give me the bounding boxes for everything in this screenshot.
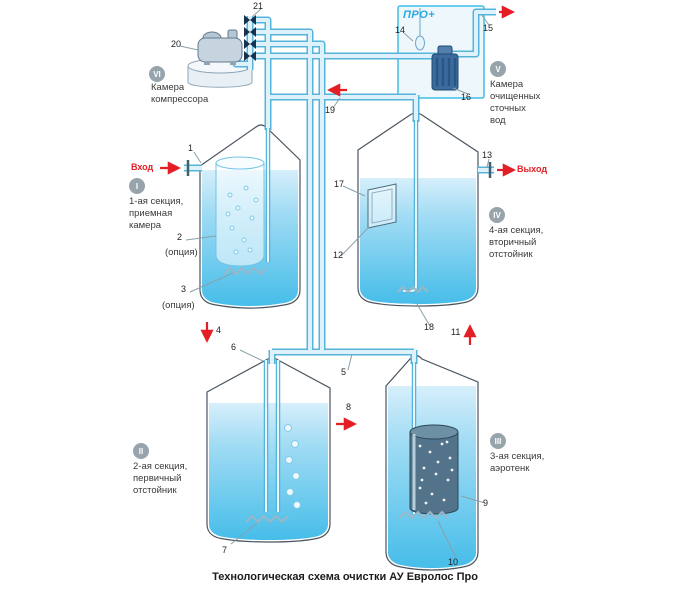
tank-1-bubbles xyxy=(225,185,259,255)
aerator-column xyxy=(399,424,459,520)
section-badge-1: I xyxy=(129,178,145,194)
callout-1: 1 xyxy=(188,143,194,153)
callout-13: 13 xyxy=(482,150,493,160)
pipe-network xyxy=(232,8,496,514)
section-badge-6: VI xyxy=(149,66,165,82)
callout-11: 11 xyxy=(451,327,461,337)
callout-15: 15 xyxy=(483,23,494,33)
option-note-2: (опция) xyxy=(165,247,198,258)
callout-18: 18 xyxy=(424,322,435,332)
section-1-label: 1-ая секция, приемная камера xyxy=(129,196,184,232)
callout-20: 20 xyxy=(171,39,182,49)
option-note-3: (опция) xyxy=(162,300,195,311)
callout-9: 9 xyxy=(483,498,489,508)
callout-6: 6 xyxy=(231,342,237,352)
callout-21: 21 xyxy=(253,1,264,11)
callout-4: 4 xyxy=(216,325,222,335)
drain-pump-icon xyxy=(431,45,459,91)
tank-2-bubbles xyxy=(284,424,301,509)
callout-19: 19 xyxy=(325,105,336,115)
biofilter-cylinder xyxy=(215,156,265,267)
inlet-label: Вход xyxy=(131,162,154,172)
callout-14: 14 xyxy=(395,25,406,35)
thin-layer-plate xyxy=(367,183,397,229)
section-3-label: 3-ая секция, аэротенк xyxy=(490,451,545,475)
callout-16: 16 xyxy=(461,92,472,102)
callout-2: 2 xyxy=(177,232,183,242)
section-badge-2: II xyxy=(133,443,149,459)
valve-manifold-icon xyxy=(244,15,256,61)
diffuser-coils xyxy=(223,266,429,524)
section-badge-3: III xyxy=(490,433,506,449)
section-5-label: Камера очищенных сточных вод xyxy=(490,79,541,127)
callout-3: 3 xyxy=(181,284,187,294)
callout-10: 10 xyxy=(448,557,459,567)
inlet-stub xyxy=(184,160,202,176)
diagram-title: Технологическая схема очистки АУ Евролос… xyxy=(212,571,478,583)
section-badge-4: IV xyxy=(489,207,505,223)
tank-2-primary-settler xyxy=(206,357,331,543)
flow-arrows xyxy=(160,5,516,431)
compressor-icon xyxy=(197,29,243,65)
callout-17: 17 xyxy=(334,179,345,189)
outlet-label: Выход xyxy=(517,164,548,174)
section-2-label: 2-ая секция, первичный отстойник xyxy=(133,461,188,497)
section-4-label: 4-ая секция, вторичный отстойник xyxy=(489,225,544,261)
outlet-stub xyxy=(478,162,494,178)
callout-7: 7 xyxy=(222,545,228,555)
leader-lines xyxy=(179,8,490,559)
callout-12: 12 xyxy=(333,250,344,260)
callout-8: 8 xyxy=(346,402,352,412)
section-badge-5: V xyxy=(490,61,506,77)
float-switch-icon xyxy=(415,8,425,51)
section-6-label: Камера компрессора xyxy=(151,82,209,106)
callout-5: 5 xyxy=(341,367,347,377)
pro-plus-badge: ПРО+ xyxy=(403,9,436,21)
